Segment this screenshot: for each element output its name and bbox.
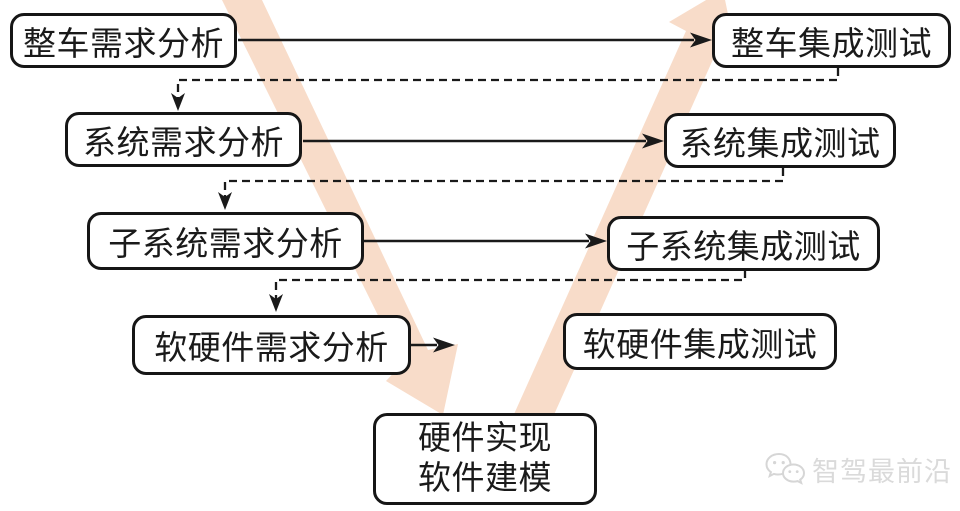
node-label: 整车集成测试 xyxy=(731,26,932,63)
feedback-subsystem-test-to-swhw-req xyxy=(274,270,747,307)
arrowhead-swhw xyxy=(433,337,455,353)
node-system-requirement-analysis: 系统需求分析 xyxy=(65,112,302,167)
feedback-system-test-to-subsystem-req xyxy=(223,168,785,205)
node-label: 软硬件集成测试 xyxy=(582,327,818,364)
v-left-band-arrow xyxy=(222,0,458,415)
node-label: 子系统集成测试 xyxy=(626,229,861,266)
node-hardware-implementation-software-modeling: 硬件实现 软件建模 xyxy=(373,413,597,505)
node-label: 整车需求分析 xyxy=(23,26,224,63)
node-label-line1: 硬件实现 xyxy=(418,420,552,457)
feedback-arrowhead-1 xyxy=(171,93,185,111)
arrowhead-vehicle xyxy=(690,32,712,48)
node-vehicle-integration-test: 整车集成测试 xyxy=(712,13,951,68)
arrowhead-system xyxy=(642,133,664,149)
node-vehicle-requirement-analysis: 整车需求分析 xyxy=(10,13,237,68)
feedback-arrowhead-2 xyxy=(218,192,232,210)
node-subsystem-requirement-analysis: 子系统需求分析 xyxy=(87,212,364,270)
node-subsystem-integration-test: 子系统集成测试 xyxy=(607,216,880,271)
node-software-hardware-integration-test: 软硬件集成测试 xyxy=(563,313,837,370)
watermark-text: 智驾最前沿 xyxy=(812,457,952,487)
node-label: 子系统需求分析 xyxy=(108,227,343,263)
feedback-arrowhead-3 xyxy=(269,294,283,312)
wechat-bubbles-icon xyxy=(765,452,806,485)
node-label: 系统需求分析 xyxy=(83,125,284,162)
node-label: 系统集成测试 xyxy=(679,126,881,163)
feedback-vehicle-test-to-system-req xyxy=(176,68,840,106)
watermark: 智驾最前沿 xyxy=(764,450,952,489)
node-software-hardware-requirement-analysis: 软硬件需求分析 xyxy=(132,315,411,375)
node-system-integration-test: 系统集成测试 xyxy=(664,113,896,168)
node-label-line2: 软件建模 xyxy=(418,461,552,497)
node-label: 软硬件需求分析 xyxy=(154,331,389,367)
arrowhead-subsystem xyxy=(585,233,607,249)
